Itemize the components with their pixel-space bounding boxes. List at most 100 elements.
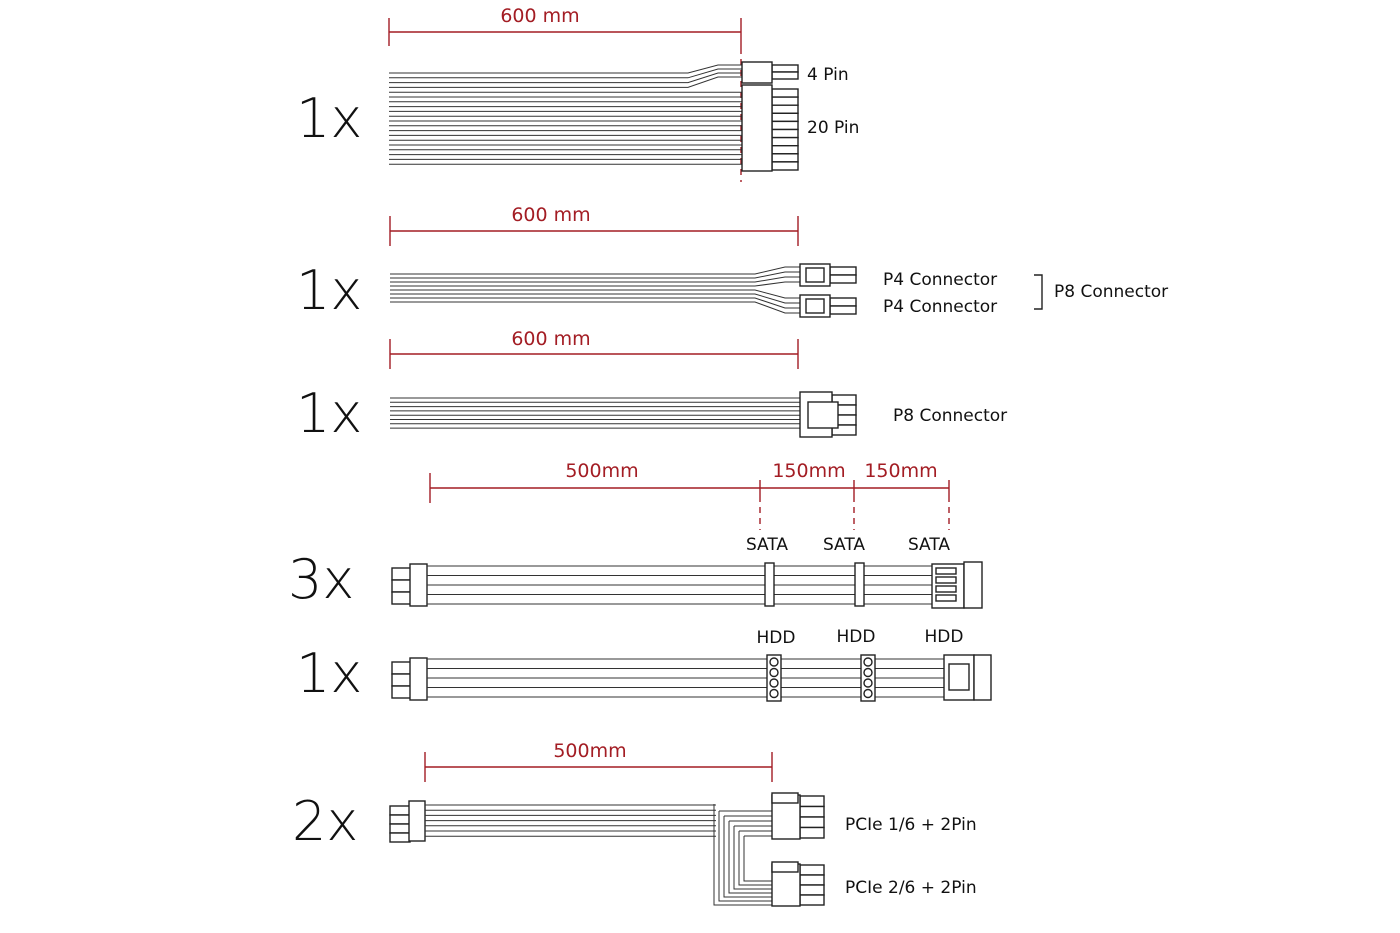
wire: [728, 821, 772, 894]
label-p8-group: P8 Connector: [1054, 282, 1168, 302]
label-pcie-1: PCIe 1/6 + 2Pin: [845, 815, 977, 835]
wire: [390, 266, 800, 275]
4pin-connector: [741, 61, 773, 84]
pin: [829, 305, 857, 315]
wire: [390, 289, 800, 299]
label-4pin: 4 Pin: [807, 65, 849, 85]
pin: [771, 104, 799, 114]
sata-connector: [854, 562, 865, 607]
pin: [771, 112, 799, 123]
pin: [391, 673, 413, 687]
20pin-connector: [741, 84, 773, 172]
sata-contact: [935, 594, 957, 602]
molex-pin: [769, 678, 779, 688]
dim-24pin: 600 mm: [500, 5, 579, 27]
wire: [389, 72, 742, 84]
molex-pin: [863, 657, 873, 667]
pin: [771, 64, 799, 73]
wire: [390, 281, 800, 287]
pin: [799, 795, 825, 808]
label-sata-1: SATA: [746, 535, 788, 555]
wire: [743, 836, 772, 882]
qty-p4: 1x: [296, 259, 362, 322]
wire: [390, 301, 800, 314]
pin: [771, 96, 799, 106]
molex-pin: [769, 657, 779, 667]
wire: [738, 831, 772, 886]
pin: [391, 661, 413, 675]
pin: [799, 826, 825, 839]
wire: [723, 816, 772, 898]
molex-connector: [766, 654, 782, 702]
wire: [389, 64, 742, 74]
pin: [771, 153, 799, 163]
pin: [771, 128, 799, 139]
pin: [771, 161, 799, 171]
qty-pcie: 2x: [292, 790, 358, 853]
dim-p8: 600 mm: [511, 328, 590, 350]
qty-24pin: 1x: [296, 87, 362, 150]
pin: [391, 591, 413, 605]
sata-connector-face: [963, 561, 983, 609]
wire: [733, 826, 772, 890]
pin: [771, 88, 799, 98]
molex-connector-face: [973, 654, 992, 701]
label-p4-b: P4 Connector: [883, 297, 997, 317]
label-pcie-2: PCIe 2/6 + 2Pin: [845, 878, 977, 898]
latch: [807, 401, 839, 429]
qty-p8: 1x: [296, 382, 362, 445]
psu-side-connector: [408, 800, 426, 842]
label-sata-2: SATA: [823, 535, 865, 555]
pin: [829, 266, 857, 276]
label-p8: P8 Connector: [893, 406, 1007, 426]
pin: [391, 567, 413, 581]
pin: [391, 685, 413, 699]
latch: [805, 267, 825, 283]
pin: [799, 864, 825, 876]
wire: [390, 271, 800, 279]
pin: [771, 144, 799, 155]
wire: [713, 804, 772, 906]
pin: [799, 884, 825, 896]
molex-pin: [863, 688, 873, 699]
pin: [829, 274, 857, 284]
dim-sata-2: 150mm: [772, 460, 845, 482]
wire: [390, 297, 800, 309]
wire: [389, 76, 742, 88]
pin: [389, 823, 411, 834]
latch: [771, 792, 799, 804]
pin: [771, 120, 799, 131]
sata-contact: [935, 585, 957, 593]
molex-pin: [863, 678, 873, 688]
molex-pin: [863, 667, 873, 678]
pin: [829, 297, 857, 307]
psu-side-connector: [409, 657, 428, 701]
p8-bracket: [1034, 274, 1043, 310]
molex-pin: [769, 688, 779, 699]
pin: [799, 894, 825, 906]
pin: [389, 805, 411, 816]
latch: [771, 861, 799, 873]
latch: [805, 298, 825, 314]
label-hdd-1: HDD: [757, 628, 796, 648]
label-sata-3: SATA: [908, 535, 950, 555]
sata-contact: [935, 576, 957, 584]
molex-latch: [948, 663, 970, 691]
psu-side-connector: [409, 563, 428, 607]
pin: [389, 814, 411, 825]
label-p4-a: P4 Connector: [883, 270, 997, 290]
qty-hdd: 1x: [296, 642, 362, 705]
label-hdd-2: HDD: [837, 627, 876, 647]
dim-pcie: 500mm: [553, 740, 626, 762]
pin: [391, 579, 413, 593]
label-hdd-3: HDD: [925, 627, 964, 647]
pin: [799, 805, 825, 818]
dim-p4: 600 mm: [511, 204, 590, 226]
pin: [799, 874, 825, 886]
label-20pin: 20 Pin: [807, 118, 859, 138]
molex-pin: [769, 667, 779, 678]
sata-contact: [935, 567, 957, 575]
sata-connector: [764, 562, 775, 607]
qty-sata: 3x: [288, 548, 354, 611]
